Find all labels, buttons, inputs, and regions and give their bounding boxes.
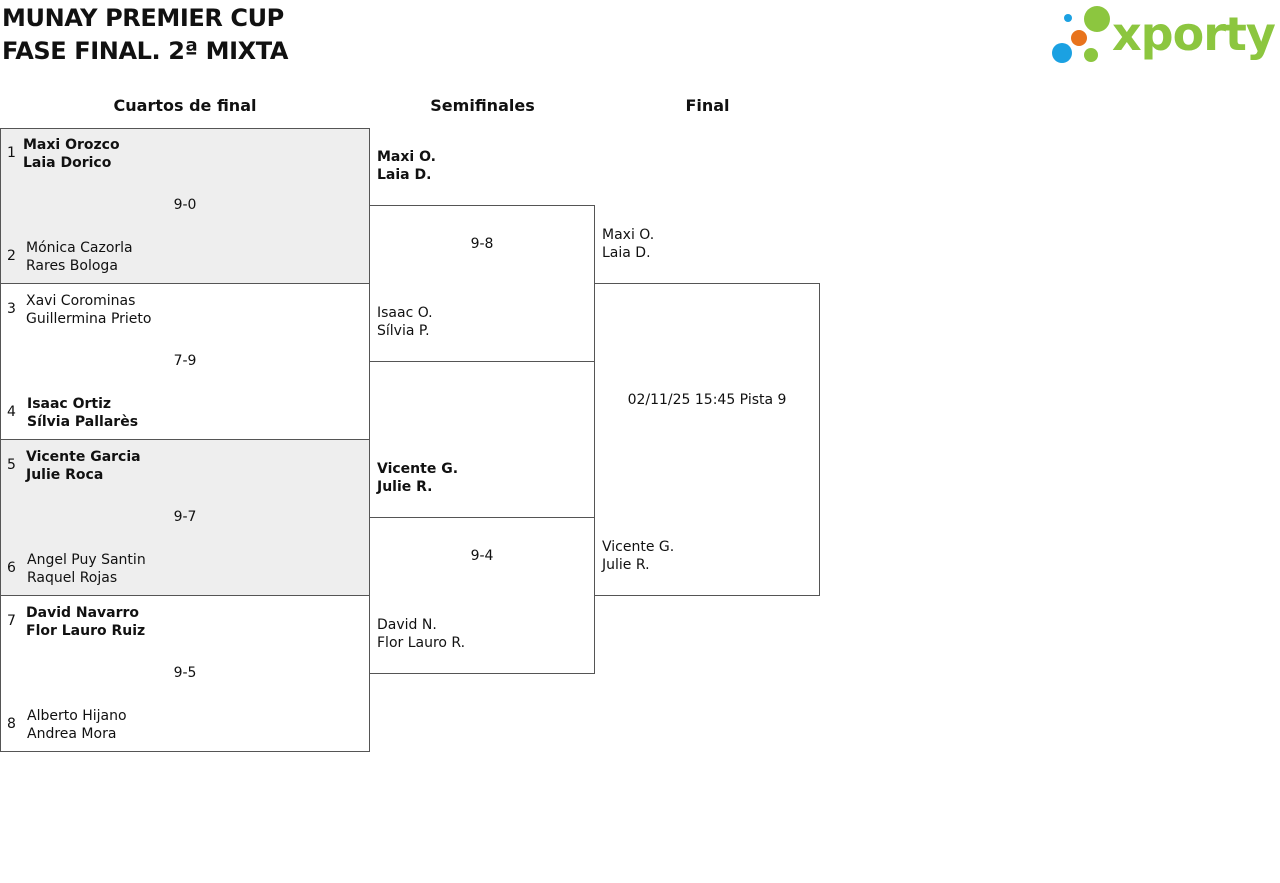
final-match[interactable] bbox=[594, 283, 820, 596]
player-name: Sílvia Pallarès bbox=[27, 414, 139, 430]
match-score: 7-9 bbox=[173, 353, 197, 369]
round-heading-semifinals: Semifinales bbox=[430, 96, 535, 115]
match-score: 9-8 bbox=[470, 236, 494, 252]
round-heading-final: Final bbox=[685, 96, 730, 115]
logo-dots-icon bbox=[1052, 6, 1110, 63]
match-score: 9-7 bbox=[173, 509, 197, 525]
player-name: Vicente G. bbox=[602, 539, 675, 555]
tournament-title: MUNAY PREMIER CUP FASE FINAL. 2ª MIXTA bbox=[2, 2, 288, 68]
player-name: Rares Bologa bbox=[26, 258, 118, 274]
player-name: Laia D. bbox=[377, 167, 432, 183]
player-name: Flor Lauro Ruiz bbox=[26, 623, 146, 639]
player-name: Maxi O. bbox=[602, 227, 655, 243]
player-name: Julie R. bbox=[377, 479, 433, 495]
player-name: Vicente Garcia bbox=[26, 449, 141, 465]
player-name: Isaac Ortiz bbox=[27, 396, 112, 412]
xporty-logo: xporty bbox=[1050, 4, 1276, 68]
final-team-bottom: Vicente G. Julie R. bbox=[602, 538, 674, 574]
seed-number: 8 bbox=[7, 716, 16, 732]
title-line-1: MUNAY PREMIER CUP bbox=[2, 4, 284, 32]
title-line-2: FASE FINAL. 2ª MIXTA bbox=[2, 37, 288, 65]
match-score: 9-0 bbox=[173, 197, 197, 213]
team-3: Xavi Corominas Guillermina Prieto bbox=[26, 292, 151, 328]
player-name: Sílvia P. bbox=[377, 323, 430, 339]
semifinal-team-bottom: Isaac O. Sílvia P. bbox=[377, 304, 433, 340]
semifinal-team-top: Vicente G. Julie R. bbox=[377, 460, 458, 496]
team-6: Angel Puy Santin Raquel Rojas bbox=[27, 551, 146, 587]
player-name: Angel Puy Santin bbox=[27, 552, 146, 568]
player-name: Andrea Mora bbox=[27, 726, 117, 742]
team-1: Maxi Orozco Laia Dorico bbox=[23, 136, 120, 172]
seed-number: 3 bbox=[7, 301, 16, 317]
seed-number: 4 bbox=[7, 404, 16, 420]
player-name: David Navarro bbox=[26, 605, 140, 621]
player-name: David N. bbox=[377, 617, 437, 633]
player-name: Flor Lauro R. bbox=[377, 635, 466, 651]
team-8: Alberto Hijano Andrea Mora bbox=[27, 707, 127, 743]
seed-number: 2 bbox=[7, 248, 16, 264]
player-name: Vicente G. bbox=[377, 461, 459, 477]
seed-number: 1 bbox=[7, 145, 16, 161]
match-score: 9-4 bbox=[470, 548, 494, 564]
player-name: Maxi Orozco bbox=[23, 137, 120, 153]
player-name: Laia Dorico bbox=[23, 155, 112, 171]
team-7: David Navarro Flor Lauro Ruiz bbox=[26, 604, 145, 640]
logo-wordmark: xporty bbox=[1112, 7, 1276, 61]
quarterfinal-match-1[interactable] bbox=[0, 128, 370, 284]
player-name: Isaac O. bbox=[377, 305, 433, 321]
player-name: Alberto Hijano bbox=[27, 708, 127, 724]
player-name: Julie Roca bbox=[26, 467, 104, 483]
player-name: Laia D. bbox=[602, 245, 651, 261]
team-5: Vicente Garcia Julie Roca bbox=[26, 448, 141, 484]
team-4: Isaac Ortiz Sílvia Pallarès bbox=[27, 395, 138, 431]
semifinal-team-bottom: David N. Flor Lauro R. bbox=[377, 616, 465, 652]
player-name: Guillermina Prieto bbox=[26, 311, 152, 327]
match-score: 9-5 bbox=[173, 665, 197, 681]
player-name: Mónica Cazorla bbox=[26, 240, 133, 256]
player-name: Xavi Corominas bbox=[26, 293, 136, 309]
seed-number: 6 bbox=[7, 560, 16, 576]
player-name: Julie R. bbox=[602, 557, 650, 573]
seed-number: 5 bbox=[7, 457, 16, 473]
final-team-top: Maxi O. Laia D. bbox=[602, 226, 654, 262]
semifinal-team-top: Maxi O. Laia D. bbox=[377, 148, 436, 184]
round-heading-quarterfinals: Cuartos de final bbox=[113, 96, 257, 115]
team-2: Mónica Cazorla Rares Bologa bbox=[26, 239, 133, 275]
final-schedule: 02/11/25 15:45 Pista 9 bbox=[627, 392, 787, 408]
player-name: Raquel Rojas bbox=[27, 570, 118, 586]
seed-number: 7 bbox=[7, 613, 16, 629]
player-name: Maxi O. bbox=[377, 149, 436, 165]
quarterfinal-match-3[interactable] bbox=[0, 439, 370, 596]
